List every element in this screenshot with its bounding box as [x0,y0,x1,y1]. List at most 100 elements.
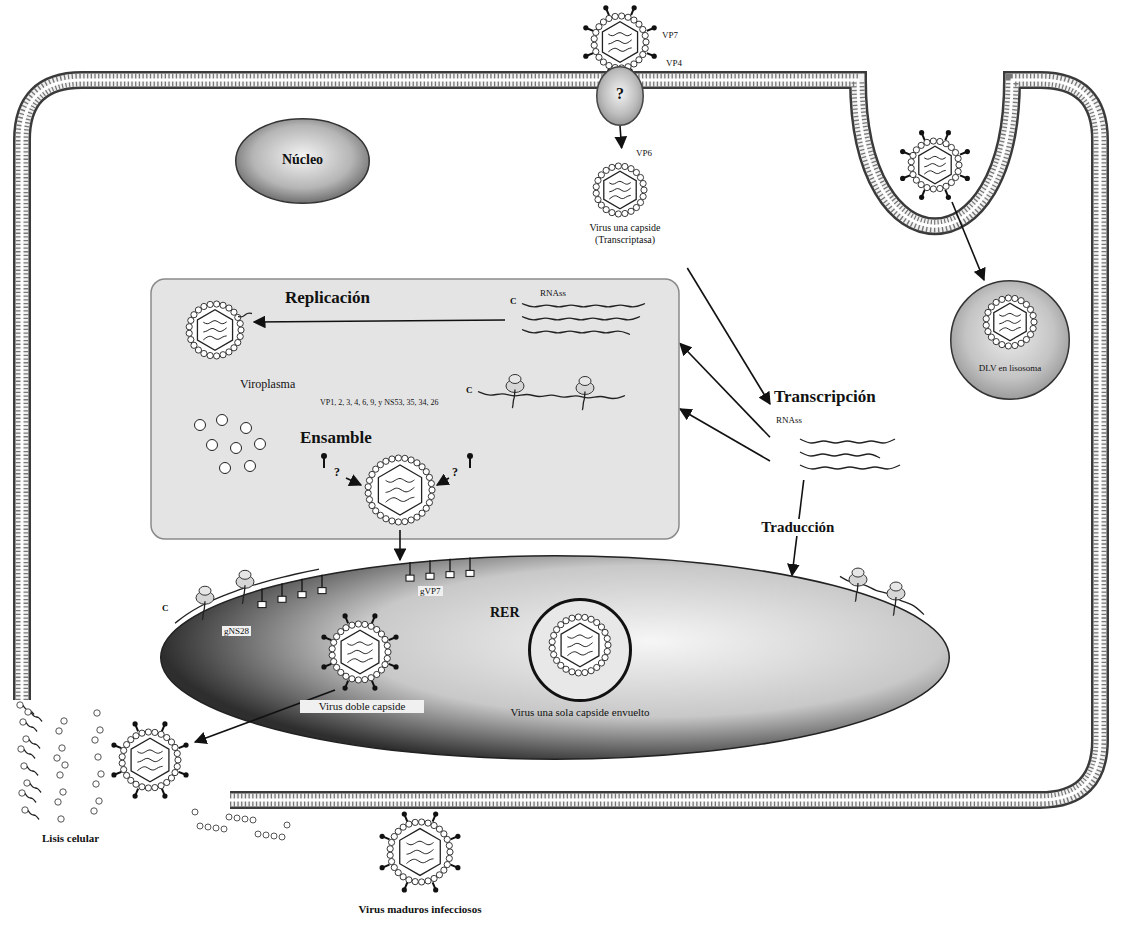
vp4-spike-head [132,721,137,726]
capsid-bead [593,48,599,54]
capsid-bead [985,309,991,315]
capsid-bead [930,138,936,144]
capsid-bead [408,517,414,523]
nucleus: Núcleo [235,118,370,204]
membrane-midline [22,80,1100,800]
capsid-bead [334,664,340,670]
capsid-bead [423,469,429,475]
capsid-bead [207,352,213,358]
glycoprotein-head [258,602,266,608]
capsid-bead [1005,295,1011,301]
rna-strand [478,392,625,399]
capsid-bead [444,861,450,867]
node-title: DLV en lisosoma [950,363,1070,373]
shape-outline [597,67,644,126]
capsid-bead [441,831,447,837]
capsid-bead [382,636,388,642]
virus-particle [983,295,1037,349]
ribosome-small [852,568,864,577]
capsid-bead [387,852,393,858]
genome-segment [137,758,162,762]
capsid-bead [412,819,418,825]
capsid-bead [331,658,337,664]
capsid-bead [606,62,612,68]
capsid-bead [365,490,371,496]
ribosome-small [199,586,211,595]
capsid-bead [377,462,383,468]
capsid-bead [238,327,244,333]
ribosome-small [239,570,251,579]
rna-end-label: C [162,603,169,613]
capsid-bead [910,171,916,177]
shape-outline [530,600,631,701]
genome-segment [609,188,631,192]
vp4-spike-head [162,721,167,726]
vp4-spike-head [380,865,385,870]
capsid-bead [955,168,961,174]
capsid-bead [425,820,431,826]
capsid-bead [943,183,949,189]
rna-strand [522,317,640,320]
capsid-bead [594,664,600,670]
membrane-debris-tail [30,784,41,793]
capsid-bead [152,729,158,735]
node-art [549,614,611,676]
capsid-bead [400,824,406,830]
node-title: RER [490,605,520,621]
membrane-debris [23,736,29,742]
membrane-debris [221,826,227,832]
membrane-debris [271,833,277,839]
capsid-bead [355,621,361,627]
genome-segment [999,313,1021,316]
connector-arrow [620,126,622,148]
capsid-hexagon [561,623,599,667]
vp4-spike-head [380,834,385,839]
capsid-ground [122,732,178,788]
node-shape [528,598,632,702]
membrane-debris [226,814,232,820]
capsid-bead [428,480,434,486]
membrane-debris [91,808,97,814]
inner-core-particle [245,461,256,472]
transcription-group: TranscripciónRNAss [770,385,905,480]
capsid-bead [603,167,609,173]
capsid-bead [591,36,597,42]
membrane-debris [94,710,100,716]
capsid-bead [999,296,1005,302]
membrane-debris [57,772,63,778]
capsid-bead [168,739,174,745]
capsid-bead [602,654,608,660]
membrane-debris [96,798,102,804]
capsid-bead [237,333,243,339]
capsid-bead [382,661,388,667]
membrane-debris [60,789,66,795]
vp4-spike-head [603,5,608,10]
membrane-debris-tail [24,750,35,759]
inner-core-particle [220,463,231,474]
process-arrow [952,202,984,280]
membrane-debris [62,762,68,768]
membrane-debris [61,718,67,724]
capsid-bead [124,772,130,778]
capsid-bead [988,334,994,340]
process-arrow [254,320,505,322]
capsid-hexagon [341,630,379,674]
capsid-bead [429,487,435,493]
capsid-bead [993,299,999,305]
capsid-bead [588,616,594,622]
capsid-bead [628,166,634,172]
rna-strand [800,452,880,458]
genome-segment [203,321,226,324]
genome-segment [567,651,592,655]
capsid-bead [549,639,555,645]
capsid-bead [195,307,201,313]
genome-segment [137,766,162,770]
node-title: ? [596,85,644,103]
capsid-bead [908,165,914,171]
capsid-bead [595,177,601,183]
rna-strand [800,439,895,443]
capsid-hexagon [994,303,1026,340]
capsid-bead [924,185,930,191]
peptide-chain [512,390,515,408]
